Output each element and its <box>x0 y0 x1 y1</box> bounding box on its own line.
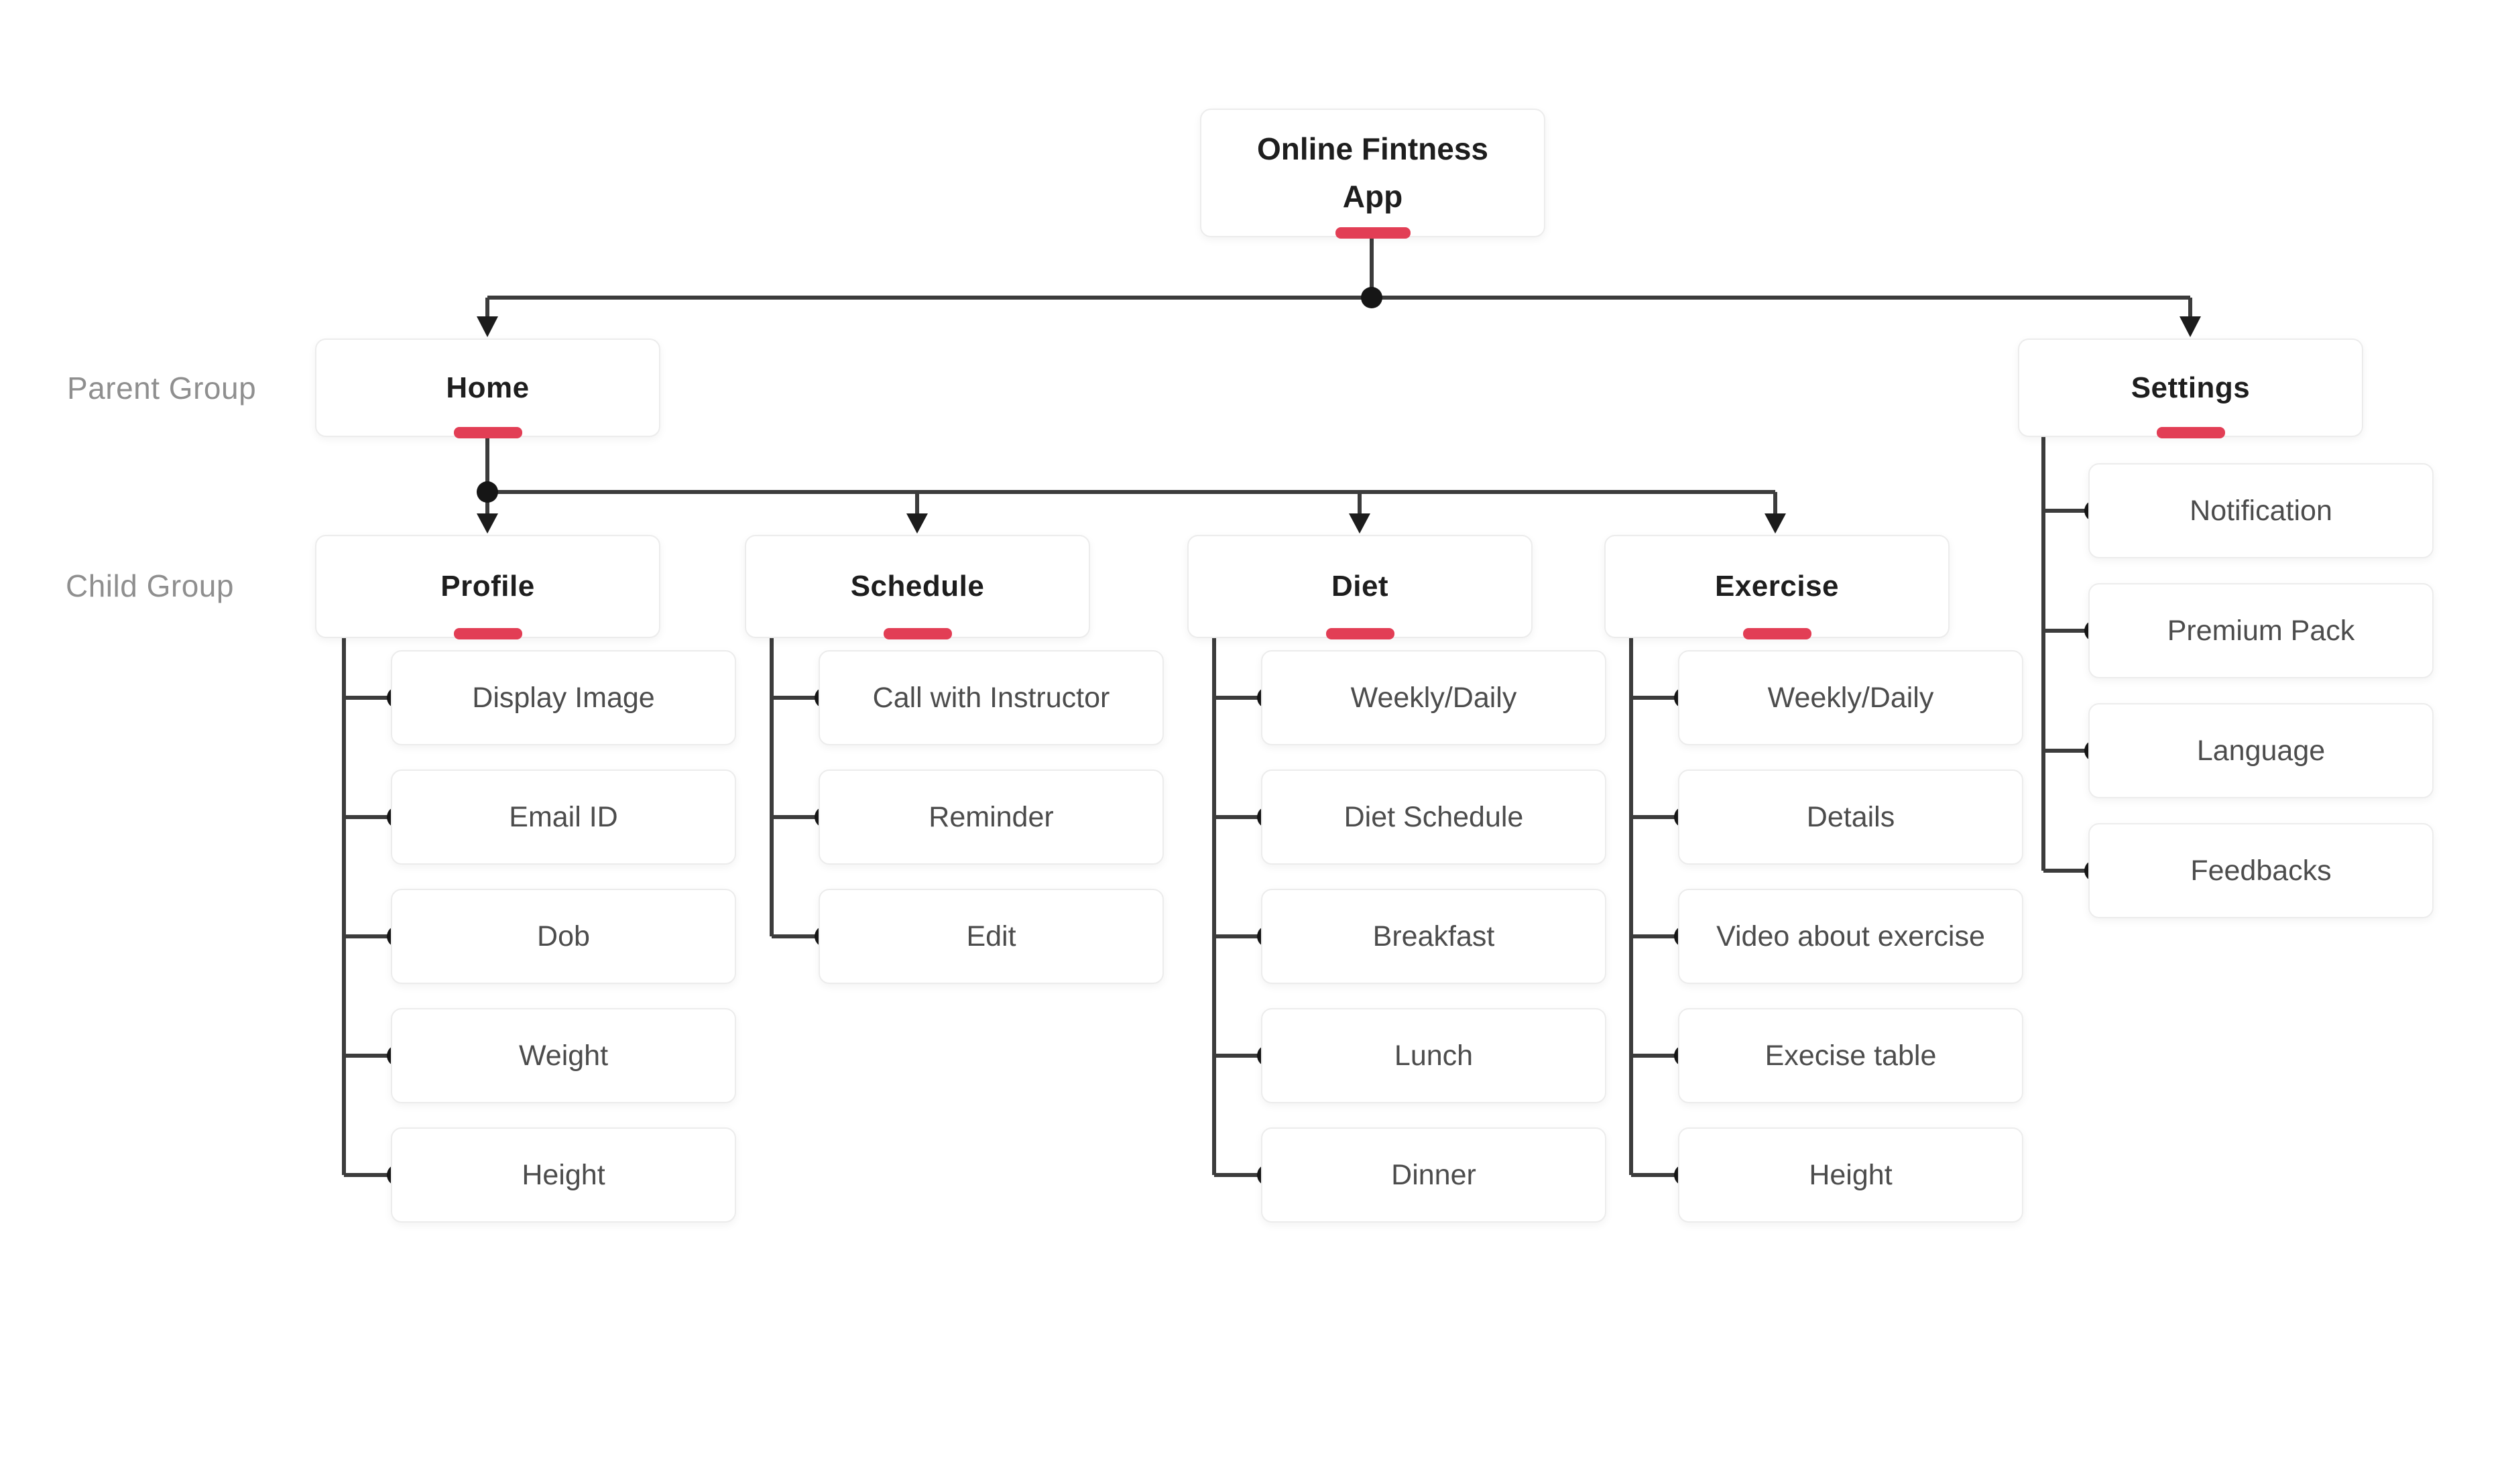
accent-underline <box>1325 628 1394 639</box>
leaf-label: Call with Instructor <box>872 681 1110 714</box>
accent-underline <box>2156 427 2225 438</box>
node-root: Online Fintness App <box>1200 109 1545 239</box>
node-leaf-height-profile: Height <box>391 1127 736 1223</box>
node-label: Diet <box>1331 570 1389 603</box>
node-leaf-diet-schedule: Diet Schedule <box>1261 769 1606 865</box>
leaf-label: Breakfast <box>1372 920 1495 952</box>
root-connector <box>477 237 2201 337</box>
node-leaf-height-exercise: Height <box>1678 1127 2023 1223</box>
leaf-label: Reminder <box>929 800 1054 833</box>
node-leaf-email-id: Email ID <box>391 769 736 865</box>
node-diet: Diet <box>1187 535 1533 639</box>
leaf-label: Weight <box>518 1039 609 1072</box>
arrow-down-icon <box>1765 513 1786 534</box>
leaf-label: Weekly/Daily <box>1350 681 1517 714</box>
leaf-label: Feedbacks <box>2190 854 2332 887</box>
arrow-down-icon <box>1349 513 1370 534</box>
leaf-label: Video about exercise <box>1716 920 1985 952</box>
node-leaf-video-about-exercise: Video about exercise <box>1678 889 2023 984</box>
child-group-label: Child Group <box>66 568 234 603</box>
node-exercise: Exercise <box>1604 535 1950 639</box>
node-leaf-reminder: Reminder <box>819 769 1164 865</box>
node-settings: Settings <box>2018 338 2363 438</box>
node-leaf-premium-pack: Premium Pack <box>2088 583 2434 678</box>
accent-underline <box>1335 227 1411 239</box>
node-label: Settings <box>2131 371 2251 404</box>
arrow-down-icon <box>2180 316 2201 337</box>
leaf-label: Dinner <box>1391 1158 1476 1191</box>
leaf-label: Language <box>2196 734 2326 767</box>
node-leaf-details: Details <box>1678 769 2023 865</box>
node-leaf-lunch: Lunch <box>1261 1008 1606 1103</box>
connector-dot <box>477 481 498 503</box>
accent-underline <box>1742 628 1811 639</box>
root-title-line1: Online Fintness <box>1256 131 1489 166</box>
arrow-down-icon <box>477 513 498 534</box>
accent-underline <box>453 427 522 438</box>
connector-dot <box>1361 287 1382 308</box>
leaf-label: Weekly/Daily <box>1767 681 1934 714</box>
node-leaf-dinner: Dinner <box>1261 1127 1606 1223</box>
root-title-line2: App <box>1342 179 1403 214</box>
node-leaf-feedbacks: Feedbacks <box>2088 823 2434 918</box>
leaf-label: Email ID <box>509 800 618 833</box>
node-leaf-language: Language <box>2088 703 2434 798</box>
node-leaf-breakfast: Breakfast <box>1261 889 1606 984</box>
parent-group-label: Parent Group <box>67 371 257 406</box>
arrow-down-icon <box>906 513 928 534</box>
node-leaf-notification: Notification <box>2088 463 2434 558</box>
node-leaf-weekly-daily-diet: Weekly/Daily <box>1261 650 1606 745</box>
leaf-label: Display Image <box>472 681 655 714</box>
node-leaf-display-image: Display Image <box>391 650 736 745</box>
node-label: Profile <box>440 570 535 603</box>
node-leaf-dob: Dob <box>391 889 736 984</box>
leaf-label: Dob <box>537 920 590 952</box>
leaf-label: Execise table <box>1765 1039 1937 1072</box>
leaf-label: Edit <box>966 920 1016 952</box>
leaf-label: Diet Schedule <box>1344 800 1524 833</box>
leaf-label: Lunch <box>1394 1039 1474 1072</box>
leaf-label: Height <box>1809 1158 1893 1191</box>
node-label: Exercise <box>1714 570 1840 603</box>
leaf-label: Premium Pack <box>2167 614 2355 647</box>
accent-underline <box>883 628 952 639</box>
leaf-label: Height <box>522 1158 605 1191</box>
node-profile: Profile <box>315 535 660 639</box>
home-connector <box>477 437 1786 534</box>
node-schedule: Schedule <box>745 535 1090 639</box>
node-label: Home <box>446 371 530 404</box>
node-leaf-weekly-daily-exercise: Weekly/Daily <box>1678 650 2023 745</box>
accent-underline <box>453 628 522 639</box>
node-leaf-execise-table: Execise table <box>1678 1008 2023 1103</box>
root-title: Online Fintness App <box>1257 125 1488 221</box>
node-leaf-edit: Edit <box>819 889 1164 984</box>
node-leaf-call-with-instructor: Call with Instructor <box>819 650 1164 745</box>
node-home: Home <box>315 338 660 438</box>
leaf-label: Notification <box>2190 494 2332 527</box>
node-label: Schedule <box>850 570 985 603</box>
leaf-label: Details <box>1806 800 1895 833</box>
arrow-down-icon <box>477 316 498 337</box>
node-leaf-weight: Weight <box>391 1008 736 1103</box>
